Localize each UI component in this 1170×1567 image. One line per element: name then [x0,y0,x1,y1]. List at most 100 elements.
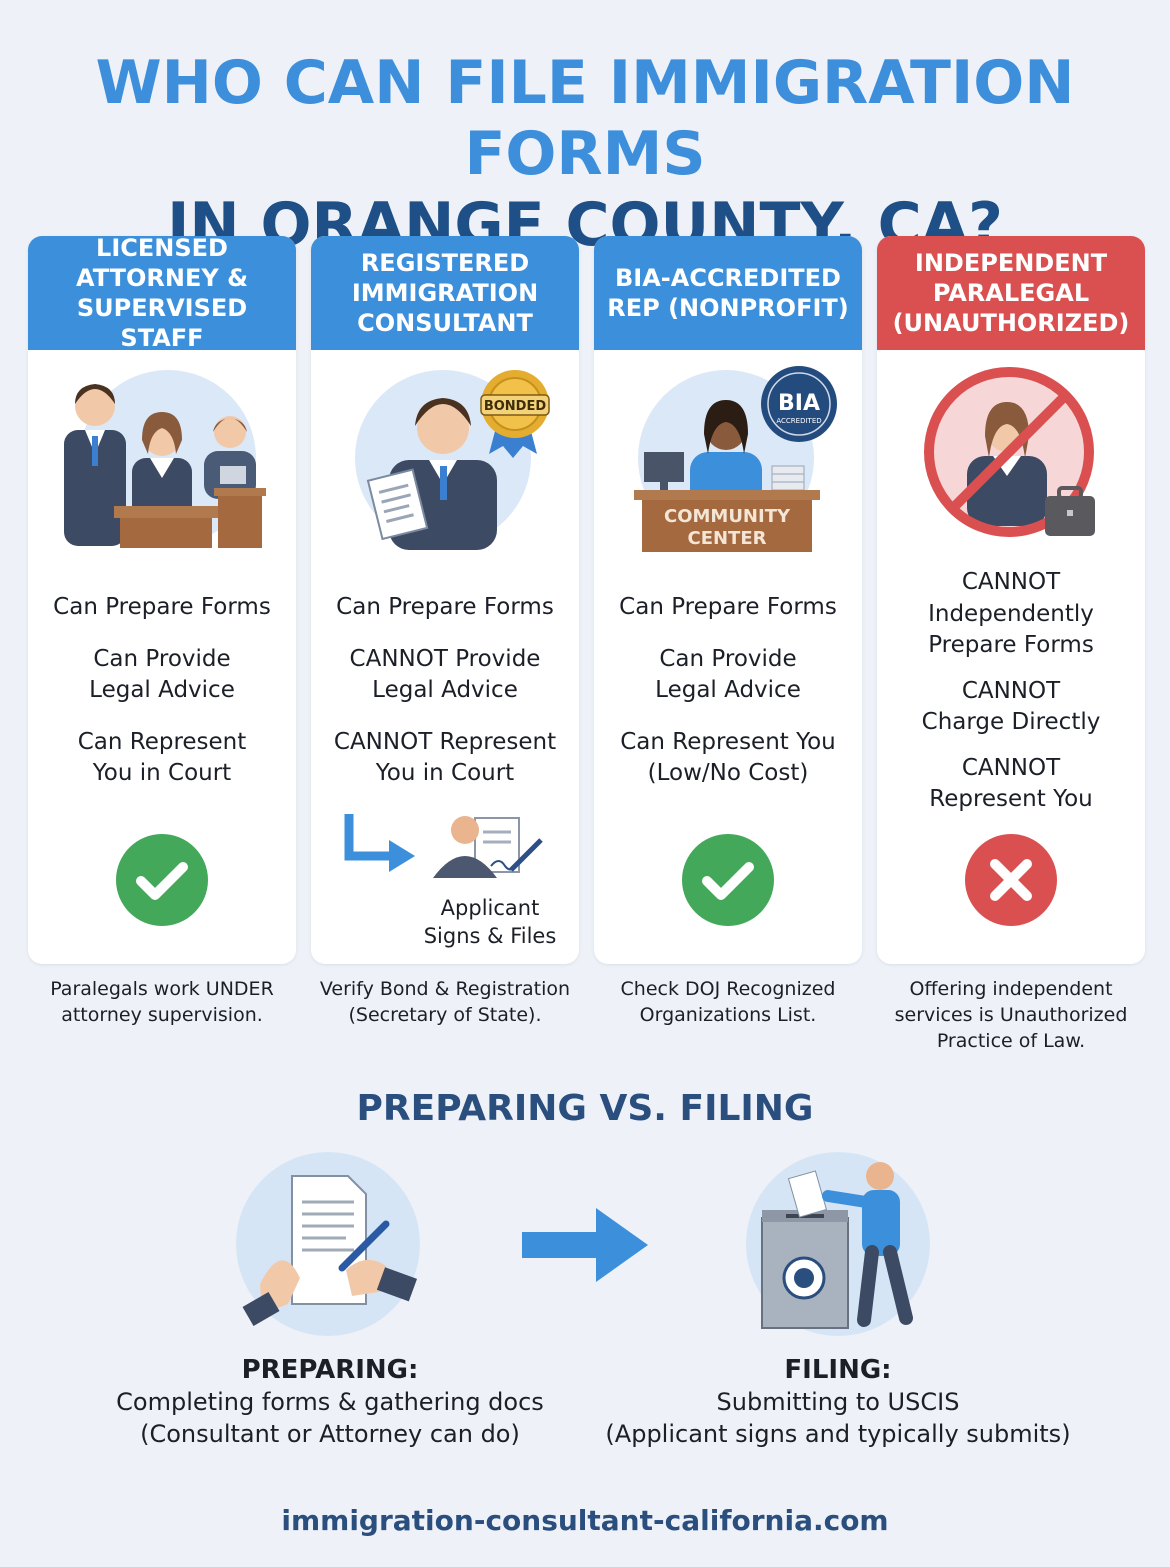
capability-text: Can Prepare Forms [53,594,271,620]
note-line: Offering independent [909,978,1113,1000]
capability-text: Charge Directly [921,709,1101,735]
capability-text: Independently [928,600,1094,627]
header-line: REGISTERED [360,249,530,277]
page-title: WHO CAN FILE IMMIGRATION FORMS IN ORANGE… [0,48,1170,260]
card-licensed-attorney: LICENSED ATTORNEY & SUPERVISED STAFF Can… [28,236,296,964]
note-line: services is Unauthorized [894,1004,1128,1026]
title-line-2: IN ORANGE COUNTY, CA? [167,189,1003,260]
preparing-illustration [236,1152,420,1336]
note-line: attorney supervision. [61,1004,263,1026]
card-note: Offering independent services is Unautho… [877,976,1145,1054]
header-line: LICENSED [96,236,228,262]
capability-item: Can Represent You (Low/No Cost) [594,727,862,790]
card-note: Paralegals work UNDER attorney supervisi… [28,976,296,1028]
capability-text: Legal Advice [655,677,801,703]
prohibited-paralegal-illustration [924,367,1095,537]
preparing-heading: PREPARING: [241,1355,419,1385]
filing-line: Submitting to USCIS [716,1388,960,1416]
card-note: Check DOJ Recognized Organizations List. [594,976,862,1028]
capability-text: Can Provide [659,645,797,672]
label-line: Applicant [440,896,540,920]
header-line: ATTORNEY & [75,264,249,292]
capability-text: CANNOT [961,569,1061,595]
note-line: Organizations List. [639,1004,817,1026]
desk-label-line: COMMUNITY [664,506,791,527]
consultant-illustration: BONDED [355,370,550,550]
check-icon [116,834,208,926]
applicant-signs-files-label: Applicant Signs & Files [403,894,577,950]
capability-text: You in Court [92,760,232,786]
check-icon [682,834,774,926]
applicant-signs-icon [344,814,543,878]
note-line: Verify Bond & Registration [319,978,571,1000]
header-line: REP (NONPROFIT) [607,294,849,322]
filing-line: (Applicant signs and typically submits) [605,1420,1071,1448]
card-independent-paralegal: INDEPENDENT PARALEGAL (UNAUTHORIZED) CAN… [877,236,1145,964]
capability-text: Legal Advice [372,677,518,703]
capability-item: Can Prepare Forms [28,592,296,624]
header-line: IMMIGRATION [351,279,539,307]
note-line: Paralegals work UNDER [50,978,274,1000]
capability-text: (Low/No Cost) [647,760,809,786]
section-title: PREPARING VS. FILING [356,1088,814,1129]
header-line: INDEPENDENT [914,249,1108,277]
card-header: LICENSED ATTORNEY & SUPERVISED STAFF [28,236,296,352]
capability-item: Can Prepare Forms [311,592,579,624]
bia-badge-subtext: ACCREDITED [776,417,821,425]
capability-text: CANNOT [961,754,1061,781]
community-center-illustration: COMMUNITY CENTER BIA ACCREDITED [634,366,837,552]
bia-badge-text: BIA [778,391,820,416]
note-line: Practice of Law. [936,1030,1086,1052]
capability-text: CANNOT [961,677,1061,704]
capability-text: You in Court [375,760,515,786]
header-line: BIA-ACCREDITED [615,264,841,292]
capability-text: Prepare Forms [928,632,1094,658]
capability-text: Can Prepare Forms [619,594,837,620]
header-line: (UNAUTHORIZED) [892,309,1130,337]
card-note: Verify Bond & Registration (Secretary of… [311,976,579,1028]
preparing-line: (Consultant or Attorney can do) [140,1420,520,1448]
desk-label-line: CENTER [687,528,766,549]
header-line: CONSULTANT [357,309,533,337]
footer-website-link[interactable]: immigration-consultant-california.com [281,1504,889,1537]
capability-text: CANNOT Represent [333,728,557,755]
capability-item: CANNOT Charge Directly [877,676,1145,739]
card-header: REGISTERED IMMIGRATION CONSULTANT [311,236,579,350]
attorney-team-illustration [64,370,266,548]
note-line: (Secretary of State). [348,1004,542,1026]
capability-text: Can Represent You [620,728,836,755]
card-header: BIA-ACCREDITED REP (NONPROFIT) [594,236,862,350]
capability-item: Can Prepare Forms [594,592,862,624]
capability-text: Represent You [929,786,1093,812]
card-header: INDEPENDENT PARALEGAL (UNAUTHORIZED) [877,236,1145,350]
header-line: PARALEGAL [932,279,1090,307]
capability-text: Can Represent [77,728,247,755]
card-registered-consultant: REGISTERED IMMIGRATION CONSULTANT BONDED… [311,236,579,964]
filing-heading: FILING: [784,1355,892,1385]
capability-text: Legal Advice [89,677,235,703]
label-line: Signs & Files [423,924,557,948]
preparing-description: PREPARING: Completing forms & gathering … [100,1354,560,1450]
bonded-badge-text: BONDED [484,399,547,414]
arrow-right-icon [522,1208,648,1282]
preparing-line: Completing forms & gathering docs [116,1388,544,1416]
capability-item: CANNOT Represent You [877,753,1145,816]
note-line: Check DOJ Recognized [620,978,836,1000]
capability-text: Can Prepare Forms [336,594,554,620]
capability-text: CANNOT Provide [349,645,541,672]
filing-illustration [746,1152,930,1336]
title-line-1: WHO CAN FILE IMMIGRATION FORMS [95,48,1075,189]
x-icon [965,834,1057,926]
header-line: SUPERVISED STAFF [76,294,248,352]
capability-text: Can Provide [93,645,231,672]
card-bia-accredited: BIA-ACCREDITED REP (NONPROFIT) COMMUNITY… [594,236,862,964]
